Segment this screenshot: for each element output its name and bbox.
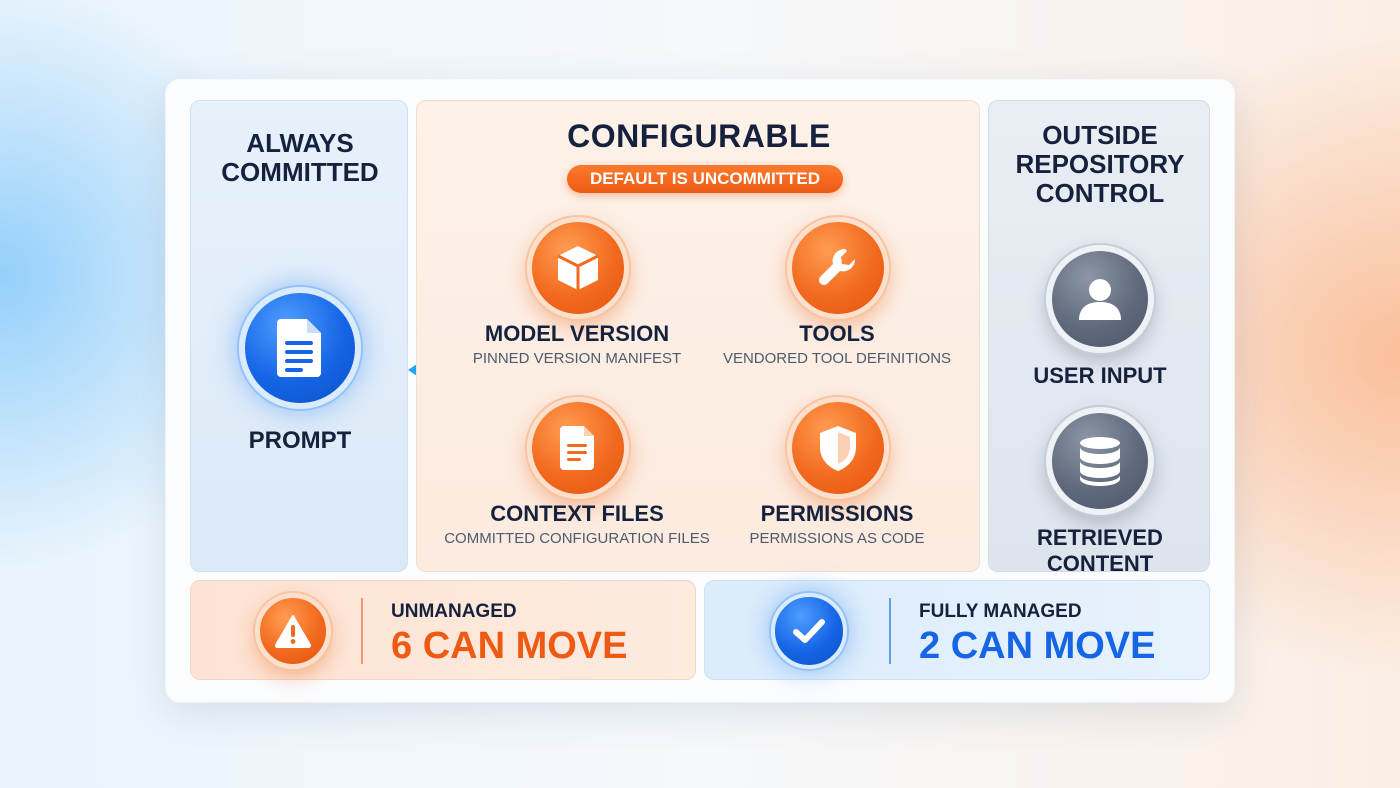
document-icon: [239, 287, 361, 409]
fully-managed-label: Fully Managed: [919, 601, 1082, 622]
outside-control-panel: Outside Repository Control User Input Re…: [988, 100, 1210, 576]
wrench-icon: [787, 217, 889, 319]
always-committed-panel: Always Committed Prompt: [190, 100, 408, 572]
user-input-label: User Input: [1033, 363, 1167, 388]
tools-label: Tools: [799, 321, 875, 346]
unmanaged-value: 6 can move: [391, 625, 628, 667]
unmanaged-label: Unmanaged: [391, 601, 517, 622]
unmanaged-divider: [361, 598, 363, 664]
configurable-title: Configurable: [567, 118, 831, 154]
permissions-label: Permissions: [760, 501, 914, 526]
diagram-card: Always Committed Prompt Configurable Def…: [166, 80, 1234, 702]
check-icon: [771, 593, 847, 669]
fully-managed-summary: Fully Managed 2 can move: [704, 580, 1210, 680]
warning-icon: [255, 593, 331, 669]
always-committed-title: Always Committed: [221, 128, 379, 188]
retrieved-content-label: Retrieved Content: [1037, 525, 1163, 576]
context-files-sublabel: Committed configuration files: [444, 530, 710, 547]
permissions-sublabel: Permissions as code: [749, 530, 925, 547]
unmanaged-summary: Unmanaged 6 can move: [190, 580, 696, 680]
tools-sublabel: Vendored tool definitions: [722, 350, 952, 367]
fully-managed-value: 2 can move: [919, 625, 1156, 667]
file-icon: [527, 397, 629, 499]
default-badge: Default is uncommitted: [567, 165, 843, 193]
database-icon: [1046, 407, 1154, 515]
shield-icon: [787, 397, 889, 499]
user-icon: [1046, 245, 1154, 353]
configurable-panel: Configurable Default is uncommitted Mode…: [416, 100, 980, 572]
outside-control-title: Outside Repository Control: [1015, 120, 1185, 209]
prompt-label: Prompt: [248, 427, 352, 454]
model-version-sublabel: Pinned version manifest: [472, 350, 682, 367]
model-version-label: Model Version: [484, 321, 670, 346]
cube-icon: [527, 217, 629, 319]
context-files-label: Context Files: [490, 501, 664, 526]
managed-divider: [889, 598, 891, 664]
